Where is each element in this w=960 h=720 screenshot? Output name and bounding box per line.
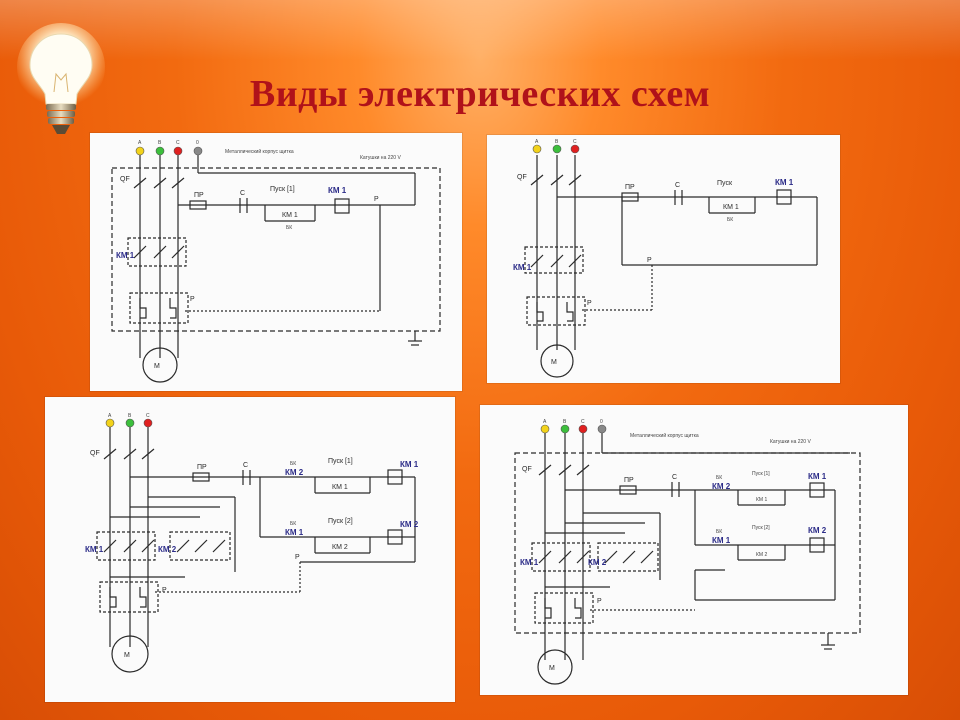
start2-label: Пуск [2] — [328, 518, 353, 525]
phase-b-label: B — [563, 419, 567, 425]
start1-label: Пуск [1] — [752, 471, 770, 477]
phase-c-label: C — [573, 139, 577, 145]
km1-main-label: КМ 1 — [513, 263, 532, 272]
km1-coil-label: КМ 1 — [808, 472, 827, 481]
coil-label: Катушки на 220 V — [360, 155, 401, 161]
stop-label: С — [243, 462, 248, 469]
phase-b-label: B — [128, 413, 132, 419]
bk-label: БК — [727, 217, 733, 223]
motor-label: М — [154, 363, 160, 370]
bk-label: БК — [286, 225, 292, 231]
p-relay-label: Р — [597, 598, 602, 605]
qf-label: QF — [522, 466, 532, 473]
slide-title: Виды электрических схем — [249, 73, 711, 115]
motor-label: М — [551, 359, 557, 366]
km2-main-label: КМ 2 — [588, 558, 607, 567]
stop-label: С — [675, 182, 680, 189]
km1-hold-label: КМ 1 — [282, 212, 298, 219]
phase-0-label: 0 — [196, 140, 199, 146]
bk-label-2: БК — [716, 529, 722, 535]
light-bulb-icon — [17, 23, 105, 134]
top-gloss — [0, 0, 960, 60]
p-relay-label: Р — [190, 296, 195, 303]
phase-b-label: B — [555, 139, 559, 145]
km2-main-label: КМ 2 — [158, 545, 177, 554]
km2-interlock-label: КМ 2 — [712, 482, 731, 491]
phase-c-label: C — [146, 413, 150, 419]
schematic-1: A B C 0 Металлический корпус щитка Катуш… — [111, 140, 441, 383]
bk-label-1: БК — [716, 475, 722, 481]
phase-a-label: A — [543, 419, 547, 425]
km1-coil-label: КМ 1 — [400, 460, 419, 469]
start2-label: Пуск [2] — [752, 525, 770, 531]
km2-coil-label: КМ 2 — [808, 526, 827, 535]
diagram-panel-1: A B C 0 Металлический корпус щитка Катуш… — [90, 133, 462, 391]
km1-hold-label: КМ 1 — [332, 484, 348, 491]
motor-label: М — [124, 652, 130, 659]
km1-hold-label: КМ 1 — [723, 204, 739, 211]
phase-c-label: C — [176, 140, 180, 146]
start1-label: Пуск [1] — [270, 186, 295, 193]
case-label: Металлический корпус щитка — [630, 432, 699, 439]
km1-interlock-label: КМ 1 — [285, 528, 304, 537]
motor-label: М — [549, 665, 555, 672]
km1-coil-label: КМ 1 — [328, 186, 347, 195]
km2-hold-label: КМ 2 — [756, 552, 767, 558]
bk-label-1: БК — [290, 461, 296, 467]
stop-label: С — [672, 474, 677, 481]
phase-b-label: B — [158, 140, 162, 146]
diagram-panel-3: A B C QF ПР С БК КМ 2 Пуск [1] КМ 1 КМ 1… — [45, 397, 455, 702]
phase-0-label: 0 — [600, 419, 603, 425]
km2-interlock-label: КМ 2 — [285, 468, 304, 477]
phase-a-label: A — [108, 413, 112, 419]
pr-label: ПР — [194, 192, 204, 199]
phase-c-label: C — [581, 419, 585, 425]
bk-label-2: БК — [290, 521, 296, 527]
pr-label: ПР — [197, 464, 207, 471]
km1-main-label: КМ 1 — [85, 545, 104, 554]
qf-label: QF — [120, 176, 130, 183]
km1-main-label: КМ 1 — [116, 251, 135, 260]
km2-coil-label: КМ 2 — [400, 520, 419, 529]
start-label: Пуск — [717, 180, 733, 187]
case-label: Металлический корпус щитка — [225, 148, 294, 155]
p-relay-label: Р — [162, 587, 167, 594]
phase-a-label: A — [138, 140, 142, 146]
km2-hold-label: КМ 2 — [332, 544, 348, 551]
qf-label: QF — [517, 174, 527, 181]
phase-a-label: A — [535, 139, 539, 145]
pr-label: ПР — [624, 477, 634, 484]
schematic-2: A B C QF ПР С Пуск КМ 1 КМ 1 БК Р КМ 1 Р… — [513, 139, 818, 378]
km1-interlock-label: КМ 1 — [712, 536, 731, 545]
coil-label: Катушки на 220 V — [770, 439, 811, 445]
p-label: Р — [295, 554, 300, 561]
p-relay-label: Р — [587, 300, 592, 307]
diagram-panel-2: A B C QF ПР С Пуск КМ 1 КМ 1 БК Р КМ 1 Р… — [487, 135, 840, 383]
qf-label: QF — [90, 450, 100, 457]
km1-main-label: КМ 1 — [520, 558, 539, 567]
km1-hold-label: КМ 1 — [756, 497, 767, 503]
stop-label: С — [240, 190, 245, 197]
p-label: Р — [647, 257, 652, 264]
p-label: Р — [374, 196, 379, 203]
schematic-3: A B C QF ПР С БК КМ 2 Пуск [1] КМ 1 КМ 1… — [85, 413, 419, 673]
km1-coil-label: КМ 1 — [775, 178, 794, 187]
pr-label: ПР — [625, 184, 635, 191]
diagram-panel-4: A B C 0 Металлический корпус щитка Катуш… — [480, 405, 908, 695]
start1-label: Пуск [1] — [328, 458, 353, 465]
schematic-4: A B C 0 Металлический корпус щитка Катуш… — [514, 419, 861, 685]
